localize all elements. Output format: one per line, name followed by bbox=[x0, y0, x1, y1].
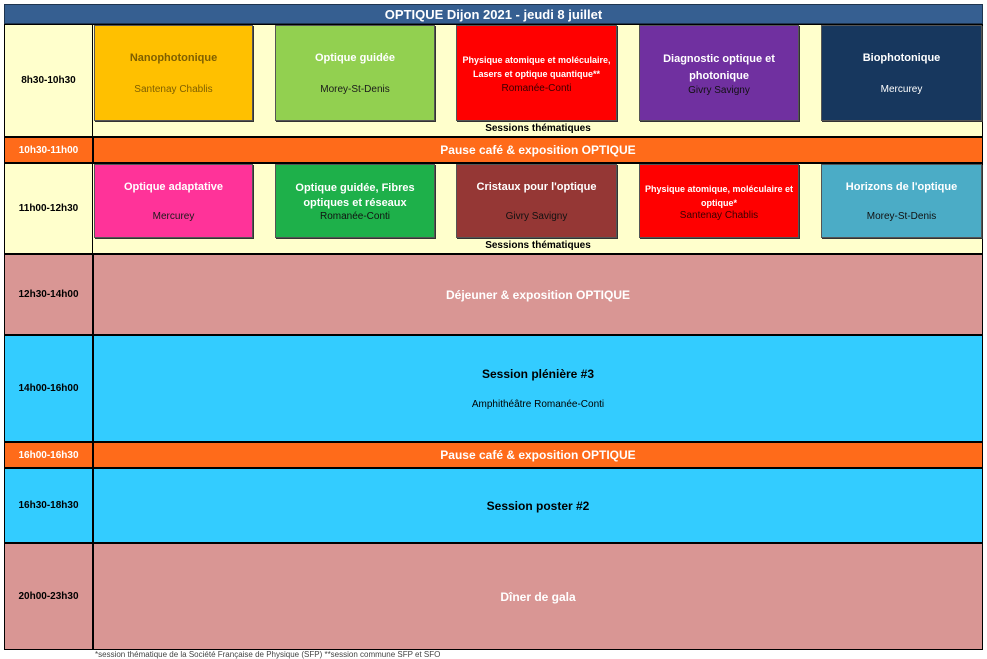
session-cristaux[interactable]: Cristaux pour l'optique Givry Savigny bbox=[456, 164, 617, 238]
footnote: *session thématique de la Société França… bbox=[95, 650, 441, 659]
session-room: Romanée-Conti bbox=[501, 82, 572, 94]
coffee-break-1: Pause café & exposition OPTIQUE bbox=[93, 137, 983, 163]
session-room: Romanée-Conti bbox=[319, 210, 391, 222]
session-room: Mercurey bbox=[880, 84, 923, 95]
plenary-block[interactable]: Session plénière #3 Amphithéâtre Romanée… bbox=[93, 335, 983, 442]
time-slot-2: 10h30-11h00 bbox=[4, 137, 93, 163]
session-title: Diagnostic optique et photonique bbox=[663, 52, 775, 82]
time-slot-1: 8h30-10h30 bbox=[4, 24, 93, 137]
session-biophotonique[interactable]: Biophotonique Mercurey bbox=[821, 25, 982, 121]
session-nanophotonique[interactable]: Nanophotonique Santenay Chablis bbox=[94, 25, 253, 121]
time-slot-6: 16h00-16h30 bbox=[4, 442, 93, 468]
time-slot-8: 20h00-23h30 bbox=[4, 543, 93, 650]
session-room: Santenay Chablis bbox=[679, 209, 759, 221]
coffee-break-2: Pause café & exposition OPTIQUE bbox=[93, 442, 983, 468]
session-optique-adaptative[interactable]: Optique adaptative Mercurey bbox=[94, 164, 253, 238]
session-title: Optique guidée bbox=[314, 52, 396, 64]
time-slot-4: 12h30-14h00 bbox=[4, 254, 93, 335]
schedule-title: OPTIQUE Dijon 2021 - jeudi 8 juillet bbox=[4, 4, 983, 24]
sessions-label-1: Sessions thématiques bbox=[485, 123, 591, 134]
session-room: Givry Savigny bbox=[505, 211, 568, 222]
session-room: Morey-St-Denis bbox=[866, 211, 937, 222]
time-slot-7: 16h30-18h30 bbox=[4, 468, 93, 543]
session-title: Cristaux pour l'optique bbox=[476, 181, 597, 193]
time-slot-3: 11h00-12h30 bbox=[4, 163, 93, 254]
session-title: Physique atomique, moléculaire et optiqu… bbox=[644, 183, 794, 208]
time-slot-5: 14h00-16h00 bbox=[4, 335, 93, 442]
session-room: Morey-St-Denis bbox=[320, 84, 390, 95]
session-room: Santenay Chablis bbox=[134, 84, 213, 95]
dinner-block: Dîner de gala bbox=[93, 543, 983, 650]
plenary-title: Session plénière #3 bbox=[481, 367, 595, 381]
poster-block[interactable]: Session poster #2 bbox=[93, 468, 983, 543]
session-title: Optique adaptative bbox=[123, 181, 224, 193]
plenary-room: Amphithéâtre Romanée-Conti bbox=[471, 399, 605, 410]
session-room: Mercurey bbox=[152, 211, 195, 222]
sessions-label-2: Sessions thématiques bbox=[485, 240, 591, 251]
session-horizons[interactable]: Horizons de l'optique Morey-St-Denis bbox=[821, 164, 982, 238]
session-optique-guidee-fibres[interactable]: Optique guidée, Fibres optiques et résea… bbox=[275, 164, 435, 238]
session-title: Nanophotonique bbox=[129, 52, 218, 64]
session-optique-guidee[interactable]: Optique guidée Morey-St-Denis bbox=[275, 25, 435, 121]
session-physique-atomique-optique[interactable]: Physique atomique, moléculaire et optiqu… bbox=[639, 164, 799, 238]
lunch-block: Déjeuner & exposition OPTIQUE bbox=[93, 254, 983, 335]
session-diagnostic-optique[interactable]: Diagnostic optique et photonique Givry S… bbox=[639, 25, 799, 121]
session-title: Biophotonique bbox=[862, 52, 941, 64]
session-physique-atomique-lasers[interactable]: Physique atomique et moléculaire, Lasers… bbox=[456, 25, 617, 121]
session-title: Optique guidée, Fibres optiques et résea… bbox=[295, 181, 415, 209]
session-room: Givry Savigny bbox=[688, 84, 750, 96]
session-title: Horizons de l'optique bbox=[845, 181, 958, 193]
session-title: Physique atomique et moléculaire, Lasers… bbox=[462, 54, 611, 79]
